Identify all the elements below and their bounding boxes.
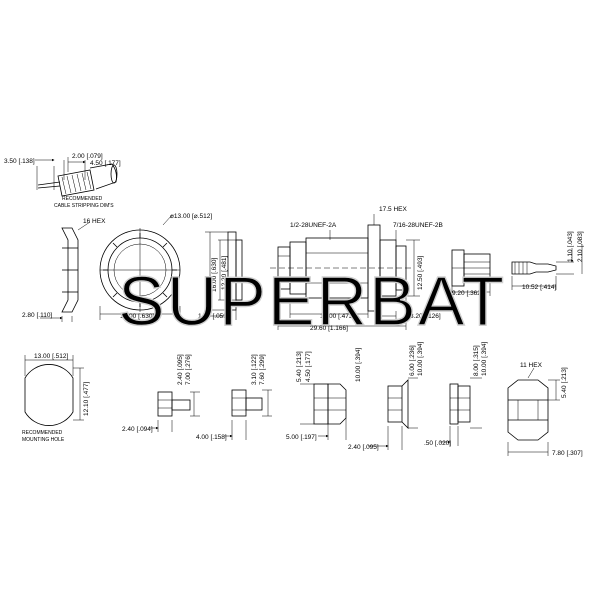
washer-dia-label: ⌀13.00 [⌀.512]	[170, 213, 212, 220]
hex-nut-view: 16 HEX 2.80 [.110]	[22, 218, 106, 322]
insulator1-dim-bottom: 5.00 [.197]	[286, 434, 317, 441]
plate-dim-bottom: 1.50 [.059]	[198, 313, 229, 320]
pin-dim-bottom: 9.20 [.362]	[452, 290, 483, 297]
insulator-3-view: 8.00 [.315] 10.00 [.394] .50 [.020]	[424, 341, 488, 447]
washer-view: ⌀13.00 [⌀.512] 16.00 [.630]	[99, 213, 212, 320]
plate-dim-inner: 12.20 [.481]	[221, 255, 228, 290]
ferrule2-dim-b: 7.60 [.299]	[259, 354, 266, 385]
contact-dim-bottom: 10.52 [.414]	[522, 284, 557, 291]
body-thread-right: 7/16-28UNEF-2B	[393, 222, 443, 229]
hole-caption-1: RECOMMENDED	[22, 430, 63, 436]
contact-dim-small: 1.10 [.043]	[567, 231, 574, 262]
pin-view: 9.20 [.362]	[446, 249, 491, 297]
insulator2-dim-bottom: 2.40 [.095]	[348, 444, 379, 451]
ferrule1-dim-bottom: 2.40 [.094]	[122, 426, 153, 433]
cable-dim-left: 3.50 [.138]	[4, 158, 35, 165]
ferrule2-dim-bottom: 4.00 [.158]	[196, 434, 227, 441]
plate-dim-outer: 16.00 [.630]	[211, 257, 218, 292]
body-dim-flange: 3.20 [.126]	[410, 313, 441, 320]
back-nut-view: 11 HEX 5.40 [.213] 7.80 [.307]	[507, 362, 583, 457]
cable-dim-right: 4.50 [.177]	[90, 160, 121, 167]
body-thread-left: 1/2-28UNEF-2A	[290, 222, 337, 229]
hole-dim-side: 12.10 [.477]	[83, 381, 90, 416]
body-dim-total: 29.60 [1.166]	[310, 325, 348, 332]
backnut-hex-label: 11 HEX	[520, 362, 543, 369]
backnut-dim-bottom: 7.80 [.307]	[552, 450, 583, 457]
watermark-text: SUPERBAT	[118, 262, 506, 340]
insulator2-dim-b: 10.00 [.394]	[417, 341, 424, 376]
insulator2-dim-a: 6.00 [.236]	[409, 345, 416, 376]
side-plate-view: 16.00 [.630] 12.20 [.481] 1.50 [.059]	[198, 231, 243, 320]
hole-caption-2: MOUNTING HOLE	[22, 437, 65, 443]
insulator1-dim-b: 4.50 [.177]	[305, 351, 312, 382]
nut-dim-bottom: 2.80 [.110]	[22, 312, 52, 319]
insulator3-dim-b: 10.00 [.394]	[481, 341, 488, 376]
ferrule-1-view: 2.40 [.095] 7.00 [.276] 2.40 [.094]	[122, 354, 200, 433]
ferrule1-dim-a: 2.40 [.095]	[177, 354, 184, 385]
mounting-hole-view: 13.00 [.512] 12.10 [.477] RECOMMENDED MO…	[22, 353, 90, 443]
insulator3-dim-a: 8.00 [.315]	[473, 345, 480, 376]
cable-dim-top: 2.00 [.079]	[72, 153, 103, 160]
washer-dim-bottom: 16.00 [.630]	[120, 313, 155, 320]
nut-hex-label: 16 HEX	[83, 218, 106, 225]
insulator1-dim-c: 10.00 [.394]	[355, 347, 362, 382]
contact-view: 1.10 [.043] 2.10 [.083] 10.52 [.414]	[511, 231, 584, 291]
connector-body-view: 17.5 HEX 1/2-28UNEF-2A 7/16-28UNEF-2B 12…	[270, 206, 443, 332]
body-dim-inner: 12.00 [.473]	[320, 313, 355, 320]
hole-dim-top: 13.00 [.512]	[34, 353, 69, 360]
contact-dim-large: 2.10 [.083]	[577, 231, 584, 262]
body-dim-height: 12.50 [.493]	[417, 255, 424, 290]
insulator1-dim-a: 5.40 [.213]	[296, 351, 303, 382]
ferrule1-dim-b: 7.00 [.276]	[185, 354, 192, 385]
ferrule2-dim-a: 3.10 [.122]	[251, 354, 258, 385]
cable-caption-2: CABLE STRIPPING DIM'S	[54, 203, 114, 209]
insulator3-dim-bottom: .50 [.020]	[424, 440, 451, 447]
insulator-1-view: 5.40 [.213] 4.50 [.177] 10.00 [.394] 5.0…	[286, 347, 362, 441]
cable-stripping-view: 3.50 [.138] 2.00 [.079] 4.50 [.177] RECO…	[4, 153, 121, 209]
insulator-2-view: 6.00 [.236] 10.00 [.394] 2.40 [.095]	[348, 341, 424, 451]
cable-caption-1: RECOMMENDED	[62, 196, 103, 202]
body-hex-label: 17.5 HEX	[379, 206, 407, 213]
ferrule-2-view: 3.10 [.122] 7.60 [.299] 4.00 [.158]	[196, 354, 272, 441]
backnut-dim-side: 5.40 [.213]	[561, 367, 568, 398]
